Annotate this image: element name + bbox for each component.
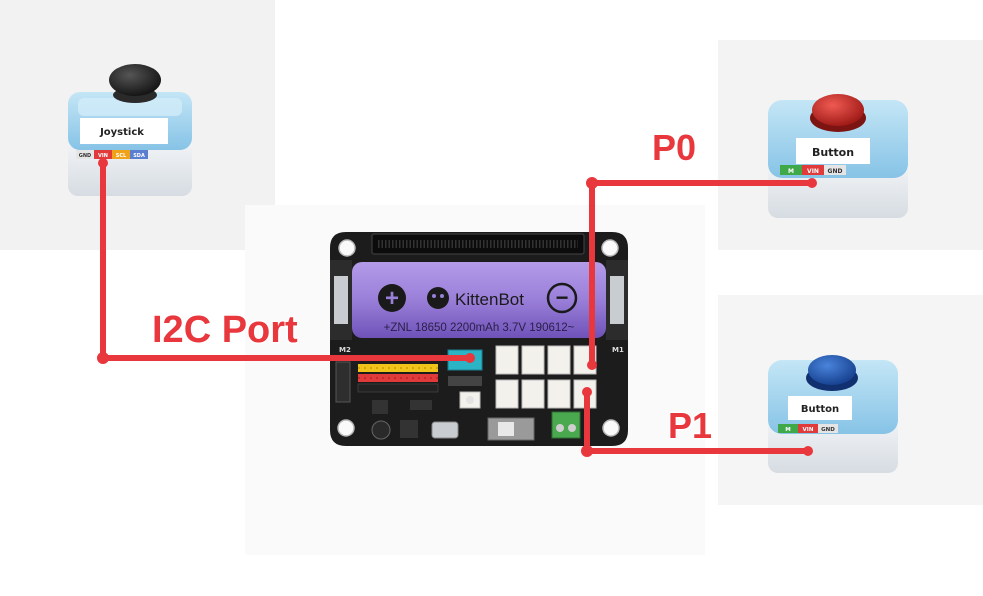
battery-minus-mark — [546, 282, 578, 314]
usb-port — [431, 421, 459, 439]
battery-18650: + KittenBot − +ZNL 18650 2200mAh 3.7V 19… — [352, 262, 606, 338]
buzzer — [371, 420, 391, 440]
label-i2c-port: I2C Port — [152, 309, 298, 351]
wire-endpoints — [97, 158, 817, 457]
button-blue-cap — [808, 355, 856, 385]
button-red-label-plate — [796, 138, 870, 164]
joystick-pin-vin: VIN — [98, 153, 108, 159]
svg-text:+: + — [385, 285, 399, 312]
battery-clip-left — [334, 276, 348, 324]
button-blue-label-plate — [788, 396, 852, 420]
controller-board: + KittenBot − +ZNL 18650 2200mAh 3.7V 19… — [330, 232, 628, 446]
battery-body — [352, 262, 606, 338]
gpio-pin-headers — [357, 364, 439, 393]
battery-clip-right — [610, 276, 624, 324]
joystick-thumbstick — [109, 64, 161, 96]
button-red-name: Button — [812, 146, 854, 159]
button-red-pin-labels: M VIN GND — [780, 165, 846, 175]
screw-terminal — [551, 411, 581, 439]
battery-plus-mark — [378, 284, 406, 312]
label-p0: P0 — [652, 127, 696, 168]
mount-hole — [601, 239, 619, 257]
button-red-cap — [812, 94, 864, 126]
button-blue-pin-vin: VIN — [803, 427, 814, 433]
kittenbot-logo — [427, 287, 449, 309]
joystick-pin-labels: GND VIN SCL SDA — [76, 150, 148, 159]
button-blue-pin-labels: M VIN GND — [778, 424, 838, 433]
button-module-blue: Button M VIN GND — [768, 355, 898, 473]
button-blue-pin-gnd: GND — [821, 427, 835, 433]
battery-brand: KittenBot — [455, 290, 524, 309]
button-red-pin-m: M — [788, 168, 794, 175]
button-red-pin-gnd: GND — [828, 168, 843, 175]
button-red-pin-vin: VIN — [807, 168, 819, 175]
mount-hole — [338, 239, 356, 257]
button-blue-pin-m: M — [785, 427, 790, 433]
svg-text:−: − — [556, 285, 569, 310]
joystick-pin-gnd: GND — [79, 153, 91, 159]
joystick-label-plate — [80, 118, 168, 144]
battery-spec: +ZNL 18650 2200mAh 3.7V 190612~ — [384, 322, 575, 334]
joystick-module: Joystick GND VIN SCL SDA — [68, 64, 192, 196]
label-p1: P1 — [668, 405, 712, 446]
button-blue-name: Button — [801, 404, 839, 415]
joystick-pin-scl: SCL — [116, 153, 127, 159]
pin-header-left — [335, 361, 351, 403]
motor-label-m2: M2 — [339, 346, 351, 354]
mount-hole — [602, 419, 620, 437]
mount-hole — [337, 419, 355, 437]
joystick-name: Joystick — [99, 127, 144, 138]
button-module-red: Button M VIN GND — [768, 94, 908, 218]
edge-connector-slot — [371, 233, 585, 255]
joystick-pin-sda: SDA — [133, 153, 145, 159]
motor-label-m1: M1 — [612, 346, 624, 354]
